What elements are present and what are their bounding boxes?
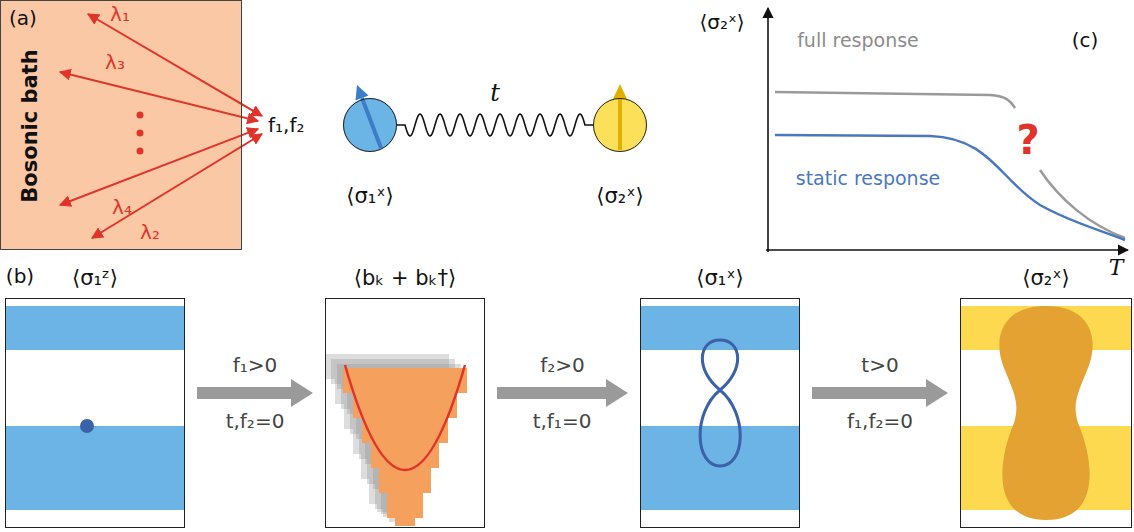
condition-label: f₁>0 xyxy=(230,354,281,376)
coupling-constant: λ₁ xyxy=(110,3,130,25)
panel-label: (b) xyxy=(6,265,34,287)
process-arrow xyxy=(497,379,628,407)
coupling-constant: λ₄ xyxy=(112,196,132,218)
state-box: ⟨σ₁ᶻ⟩ xyxy=(5,298,185,528)
oscillator-box: ⟨bₖ + bₖ†⟩ xyxy=(325,298,485,528)
bath-fill xyxy=(0,0,242,250)
spin-expectation: ⟨σ₂ˣ⟩ xyxy=(596,185,643,208)
spin-circle: ⟨σ₂ˣ⟩ xyxy=(593,98,647,152)
energy-band xyxy=(641,306,799,350)
process-arrow xyxy=(812,379,948,407)
panel-heading: ⟨bₖ + bₖ†⟩ xyxy=(354,267,456,290)
condition-label: f₁,f₂=0 xyxy=(847,410,913,432)
energy-band xyxy=(6,306,184,350)
coupling-label: t xyxy=(490,80,500,106)
condition-label: t,f₂=0 xyxy=(226,410,285,432)
state-dot xyxy=(80,419,94,433)
spin-arrow xyxy=(362,98,381,148)
staircase xyxy=(343,368,467,526)
condition-label: f₂>0 xyxy=(537,354,588,376)
spin-fill xyxy=(593,98,647,152)
state-picture xyxy=(641,306,799,510)
coupling-arrow xyxy=(92,134,262,238)
spin-expectation: ⟨σ₁ˣ⟩ xyxy=(346,185,393,208)
coupling-arrow xyxy=(60,129,258,205)
question-mark: ? xyxy=(1016,118,1039,162)
bath-label: Bosonic bath xyxy=(19,49,42,202)
oscillator-picture xyxy=(325,354,467,526)
coupling-spring xyxy=(397,114,593,136)
field-label: f₁,f₂ xyxy=(268,114,304,136)
condition-label: t,f₁=0 xyxy=(533,410,592,432)
coupling-constant: λ₂ xyxy=(140,221,160,243)
state-picture xyxy=(6,306,184,510)
x-axis xyxy=(766,249,1128,251)
panel-label: (c) xyxy=(1072,29,1099,51)
full-response-curve xyxy=(1040,170,1125,238)
spin-circle: ⟨σ₁ˣ⟩ xyxy=(343,98,397,152)
condition-label: t>0 xyxy=(858,354,901,376)
curve-label: static response xyxy=(796,168,941,189)
potential-parabola xyxy=(345,365,465,470)
static-response-curve xyxy=(775,135,1125,240)
coupling-constant: λ₃ xyxy=(105,51,125,73)
panel-heading: ⟨σ₁ᶻ⟩ xyxy=(72,267,118,290)
energy-band xyxy=(641,426,799,510)
full-response-curve xyxy=(775,92,1015,108)
state-picture xyxy=(961,306,1131,520)
process-arrow xyxy=(197,379,313,407)
response-blob xyxy=(999,306,1092,520)
ellipsis-dot xyxy=(137,112,144,119)
spin-arrow xyxy=(618,99,622,150)
energy-band xyxy=(6,426,184,510)
coupling-arrow xyxy=(60,72,258,121)
state-box: ⟨σ₁ˣ⟩ xyxy=(640,298,800,528)
state-box: ⟨σ₂ˣ⟩ xyxy=(960,298,1132,528)
panel-heading: ⟨σ₁ˣ⟩ xyxy=(696,267,743,290)
panel-heading: ⟨σ₂ˣ⟩ xyxy=(1022,267,1069,290)
curve-label: full response xyxy=(797,30,919,51)
axis-label: ⟨σ₂ˣ⟩ xyxy=(699,11,744,33)
panel-label: (a) xyxy=(9,7,37,29)
spin-fill xyxy=(343,98,397,152)
ellipsis-dot xyxy=(137,148,144,155)
figure-eight xyxy=(700,340,740,466)
ellipsis-dot xyxy=(137,130,144,137)
axis-label: T xyxy=(1109,256,1124,280)
spin-arrowhead xyxy=(613,84,627,99)
y-axis xyxy=(767,8,769,252)
staircase-group xyxy=(326,354,467,526)
